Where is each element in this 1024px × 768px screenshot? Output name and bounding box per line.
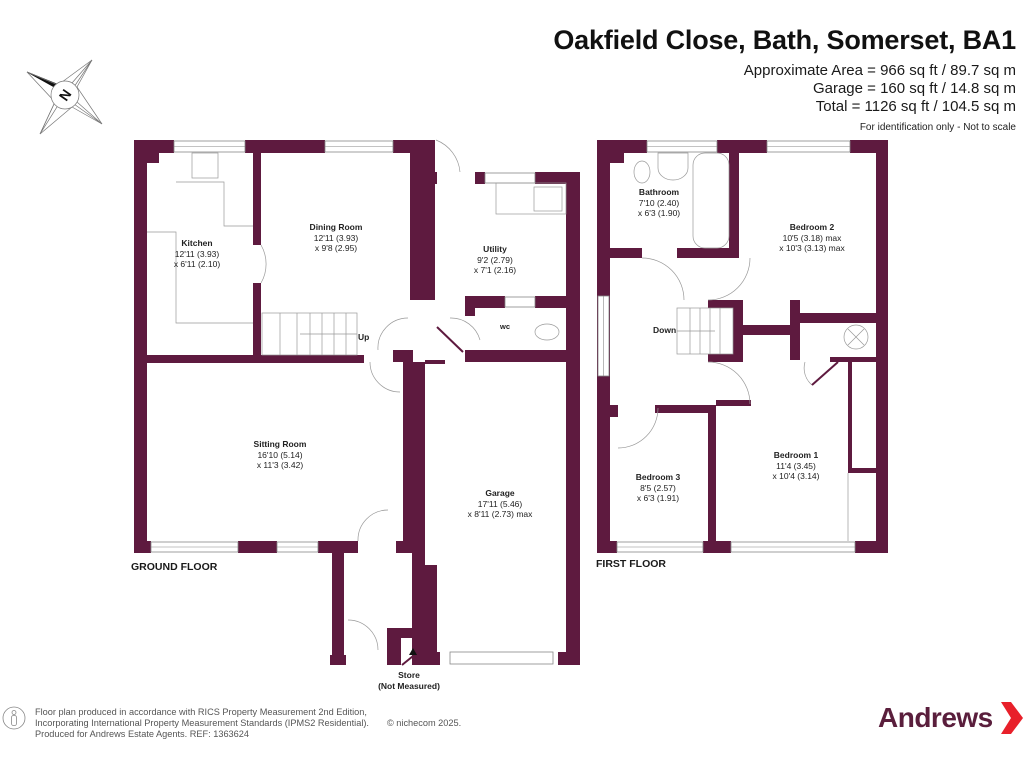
area-summary: Approximate Area = 966 sq ft / 89.7 sq m… bbox=[744, 62, 1016, 116]
total-area: Total = 1126 sq ft / 104.5 sq m bbox=[815, 98, 1016, 115]
room-wc: wc bbox=[500, 322, 511, 331]
chevron-right-icon bbox=[1000, 702, 1023, 734]
andrews-logo: Andrews bbox=[878, 700, 1024, 736]
approximate-area: Approximate Area = 966 sq ft / 89.7 sq m bbox=[743, 62, 1016, 79]
person-icon bbox=[2, 706, 26, 730]
room-bedroom-1: Bedroom 1 11'4 (3.45) x 10'4 (3.14) bbox=[772, 450, 820, 481]
room-sitting-room: Sitting Room 16'10 (5.14) x 11'3 (3.42) bbox=[253, 439, 307, 470]
scale-disclaimer: For identification only - Not to scale bbox=[859, 122, 1016, 133]
first-floor-label: FIRST FLOOR bbox=[596, 558, 666, 570]
stairs-up-label: Up bbox=[358, 332, 370, 342]
garage-area: Garage = 160 sq ft / 14.8 sq m bbox=[812, 80, 1016, 97]
property-title: Oakfield Close, Bath, Somerset, BA1 bbox=[553, 25, 1016, 55]
room-dining-room: Dining Room 12'11 (3.93) x 9'8 (2.95) bbox=[309, 222, 363, 253]
room-garage: Garage 17'11 (5.46) x 8'11 (2.73) max bbox=[467, 488, 533, 519]
room-utility: Utility 9'2 (2.79) x 7'1 (2.16) bbox=[473, 244, 517, 275]
ground-floor-label: GROUND FLOOR bbox=[131, 561, 218, 573]
room-store: Store (Not Measured) bbox=[378, 670, 440, 691]
copyright: © nichecom 2025. bbox=[386, 718, 462, 729]
room-bedroom-2: Bedroom 2 10'5 (3.18) max x 10'3 (3.13) … bbox=[779, 222, 845, 253]
north-compass-icon: N bbox=[26, 59, 103, 135]
room-kitchen: Kitchen 12'11 (3.93) x 6'11 (2.10) bbox=[173, 238, 221, 269]
stairs-down-label: Down bbox=[653, 325, 677, 335]
room-bathroom: Bathroom 7'10 (2.40) x 6'3 (1.90) bbox=[637, 187, 681, 218]
footer-notes: Floor plan produced in accordance with R… bbox=[35, 707, 462, 740]
room-bedroom-3: Bedroom 3 8'5 (2.57) x 6'3 (1.91) bbox=[635, 472, 681, 503]
